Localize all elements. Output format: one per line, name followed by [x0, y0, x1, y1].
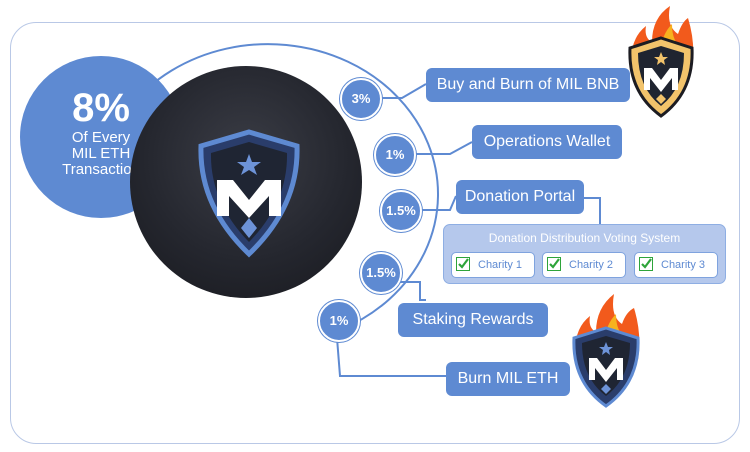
label-staking-rewards: Staking Rewards — [398, 303, 548, 337]
charity-label: Charity 2 — [569, 259, 614, 271]
charity-option-2: Charity 2 — [542, 252, 626, 278]
label-operations-wallet: Operations Wallet — [472, 125, 622, 159]
donation-voting-panel: Donation Distribution Voting System Char… — [443, 224, 726, 284]
mil-eth-flame-badge-icon — [572, 294, 640, 408]
allocation-percent-staking: 1.5% — [360, 252, 402, 294]
total-fee-percent: 8% — [72, 86, 130, 130]
checkmark-icon — [547, 257, 561, 271]
total-fee-caption: Of Every MIL ETH Transaction — [62, 129, 140, 178]
label-buy-and-burn: Buy and Burn of MIL BNB — [426, 68, 630, 102]
allocation-percent-operations: 1% — [374, 134, 416, 176]
allocation-percent-donation: 1.5% — [380, 190, 422, 232]
checkmark-icon — [456, 257, 470, 271]
charity-label: Charity 3 — [661, 259, 706, 271]
allocation-percent-buy-burn: 3% — [340, 78, 382, 120]
voting-title: Donation Distribution Voting System — [488, 231, 681, 245]
allocation-percent-burn-eth: 1% — [318, 300, 360, 342]
charity-option-3: Charity 3 — [634, 252, 718, 278]
charity-option-1: Charity 1 — [451, 252, 535, 278]
mil-shield-logo-icon — [198, 129, 300, 258]
charity-label: Charity 1 — [478, 259, 523, 271]
mil-bnb-flame-badge-icon — [628, 6, 694, 118]
label-donation-portal: Donation Portal — [456, 180, 584, 214]
checkmark-icon — [639, 257, 653, 271]
label-burn-mil-eth: Burn MIL ETH — [446, 362, 570, 396]
